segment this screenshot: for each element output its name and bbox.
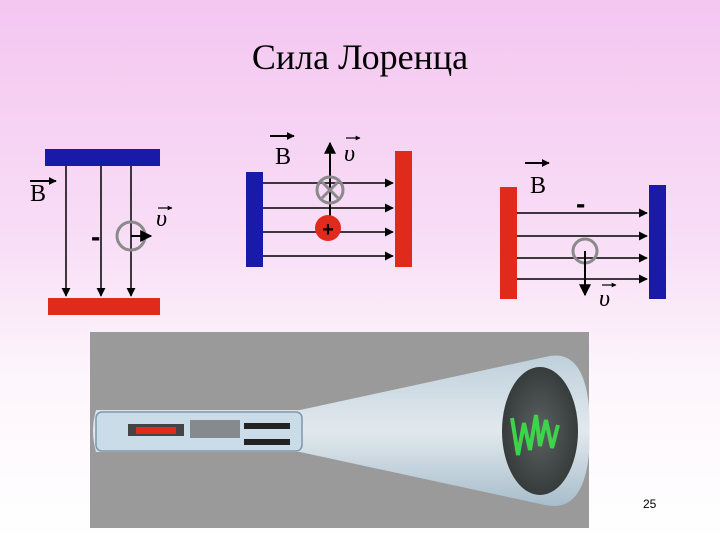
right-plate-red (395, 151, 412, 267)
positive-charge-circle (315, 215, 341, 241)
left-plate-red (500, 187, 517, 299)
signal-trace (510, 414, 560, 456)
top-plate-blue (45, 149, 160, 166)
b-label: B (30, 181, 46, 207)
slide-title: Сила Лоренца (251, 37, 469, 77)
cross-icon (320, 180, 340, 200)
field-lines (517, 208, 648, 284)
bottom-plate-red (48, 298, 160, 315)
negative-charge: - (576, 188, 585, 219)
b-label: B (530, 173, 546, 199)
v-label: υ (156, 206, 167, 232)
v-label: υ (599, 286, 610, 312)
v-label: υ (344, 141, 355, 167)
charge-ring (315, 175, 345, 205)
page-number: 25 (643, 497, 657, 511)
positive-charge: + (322, 219, 334, 241)
negative-charge: - (91, 221, 100, 252)
field-lines (61, 166, 136, 297)
right-plate-blue (649, 185, 666, 299)
diagram-middle: B υ + (246, 132, 412, 267)
diagram-left: B - υ (30, 149, 173, 315)
b-label: B (275, 144, 291, 170)
diagram-right: B - υ (500, 159, 666, 312)
left-plate-blue (246, 172, 263, 267)
crt-tube-image (90, 332, 590, 528)
